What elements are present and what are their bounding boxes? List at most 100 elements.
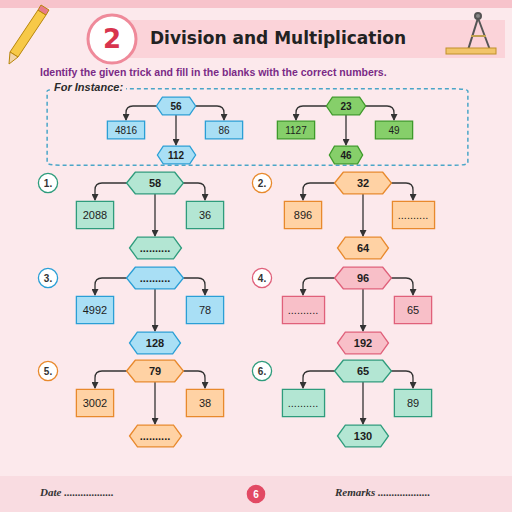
arrow-connector	[95, 278, 127, 295]
number-hexagon: 79	[126, 360, 184, 382]
compass-icon	[446, 13, 496, 54]
number-text: 128	[146, 337, 164, 349]
arrow-connector	[391, 371, 413, 388]
number-text: ..........	[140, 242, 171, 254]
number-circle: 6	[247, 485, 265, 503]
number-text: 6	[253, 489, 259, 500]
number-box: ..........	[392, 201, 435, 229]
number-text: ..........	[288, 397, 319, 409]
number-circle: 2.	[252, 173, 272, 193]
number-text: 2.	[258, 178, 266, 189]
number-text: ..........	[140, 272, 171, 284]
number-box: 36	[186, 201, 224, 229]
number-text: 2	[103, 24, 121, 54]
number-circle: 4.	[252, 268, 272, 288]
number-text: 38	[199, 397, 211, 409]
arrow-connector	[95, 183, 127, 200]
number-text: 4816	[115, 125, 137, 136]
arrow-connector	[296, 106, 327, 120]
number-hexagon: 56	[156, 97, 196, 115]
number-box: 78	[186, 296, 224, 324]
arrow-connector	[345, 115, 346, 145]
number-box: 3002	[76, 389, 114, 417]
number-hexagon: 130	[337, 425, 389, 447]
arrow-connector	[95, 371, 127, 388]
arrow-connector	[365, 106, 394, 120]
number-text: 86	[218, 125, 229, 136]
number-hexagon: 192	[337, 332, 389, 354]
arrow-connector	[154, 382, 155, 424]
frame-heading: For Instance:	[51, 81, 126, 93]
number-hexagon: 112	[157, 146, 196, 164]
number-box: ..........	[282, 389, 325, 417]
arrow-connector	[126, 106, 157, 120]
number-text: ..........	[140, 430, 171, 442]
arrow-connector	[303, 371, 335, 388]
arrow-connector	[303, 183, 335, 200]
number-text: 3.	[44, 273, 52, 284]
date-field: Date ..................	[40, 486, 114, 498]
number-text: 89	[407, 397, 419, 409]
number-text: 49	[388, 125, 399, 136]
number-hexagon: ..........	[129, 425, 182, 447]
number-text: 130	[354, 430, 372, 442]
number-hexagon: ..........	[129, 237, 182, 259]
arrow-connector	[362, 382, 363, 424]
number-box: 49	[375, 121, 413, 139]
number-text: 65	[407, 304, 419, 316]
number-text: 4992	[83, 304, 107, 316]
number-circle: 2	[87, 14, 137, 64]
number-hexagon: 128	[129, 332, 181, 354]
number-text: ..........	[398, 209, 429, 221]
number-text: 3002	[83, 397, 107, 409]
arrow-connector	[183, 183, 205, 200]
pencil-icon	[9, 5, 49, 64]
number-circle: 3.	[38, 268, 58, 288]
instruction-text: Identify the given trick and fill in the…	[40, 66, 387, 78]
footer-band	[0, 476, 512, 512]
number-box: 4992	[76, 296, 114, 324]
number-text: 896	[294, 209, 312, 221]
number-text: 5.	[44, 366, 52, 377]
number-box: 38	[186, 389, 224, 417]
number-circle: 6.	[252, 361, 272, 381]
page-title: Division and Multiplication	[150, 28, 406, 48]
number-hexagon: 96	[334, 267, 392, 289]
number-hexagon: 64	[337, 237, 389, 259]
number-box: 4816	[107, 121, 145, 139]
number-hexagon: 32	[334, 172, 392, 194]
number-box: 1127	[277, 121, 315, 139]
number-box: 2088	[76, 201, 114, 229]
number-text: 79	[149, 365, 161, 377]
arrow-connector	[391, 278, 413, 295]
number-box: ..........	[282, 296, 325, 324]
number-text: 46	[340, 150, 351, 161]
example-frame: For Instance:564816861122311274946	[45, 88, 470, 166]
number-box: 86	[205, 121, 243, 139]
number-box: 89	[394, 389, 432, 417]
arrow-connector	[362, 289, 363, 331]
number-text: 96	[357, 272, 369, 284]
arrow-connector	[175, 115, 176, 145]
number-text: 65	[357, 365, 369, 377]
arrow-connector	[303, 278, 335, 295]
number-text: 36	[199, 209, 211, 221]
number-box: 65	[394, 296, 432, 324]
arrow-connector	[183, 371, 205, 388]
number-hexagon: 65	[334, 360, 392, 382]
remarks-field: Remarks ...................	[335, 486, 430, 498]
arrow-connector	[362, 194, 363, 236]
number-box: 896	[284, 201, 322, 229]
arrow-connector	[195, 106, 224, 120]
number-text: 78	[199, 304, 211, 316]
number-text: 58	[149, 177, 161, 189]
number-text: 23	[340, 101, 351, 112]
number-text: 4.	[258, 273, 266, 284]
header-band	[100, 20, 505, 58]
number-text: 1.	[44, 178, 52, 189]
top-band	[0, 0, 512, 8]
number-hexagon: 23	[326, 97, 366, 115]
number-text: ..........	[288, 304, 319, 316]
number-hexagon: 58	[126, 172, 184, 194]
arrow-connector	[391, 183, 413, 200]
